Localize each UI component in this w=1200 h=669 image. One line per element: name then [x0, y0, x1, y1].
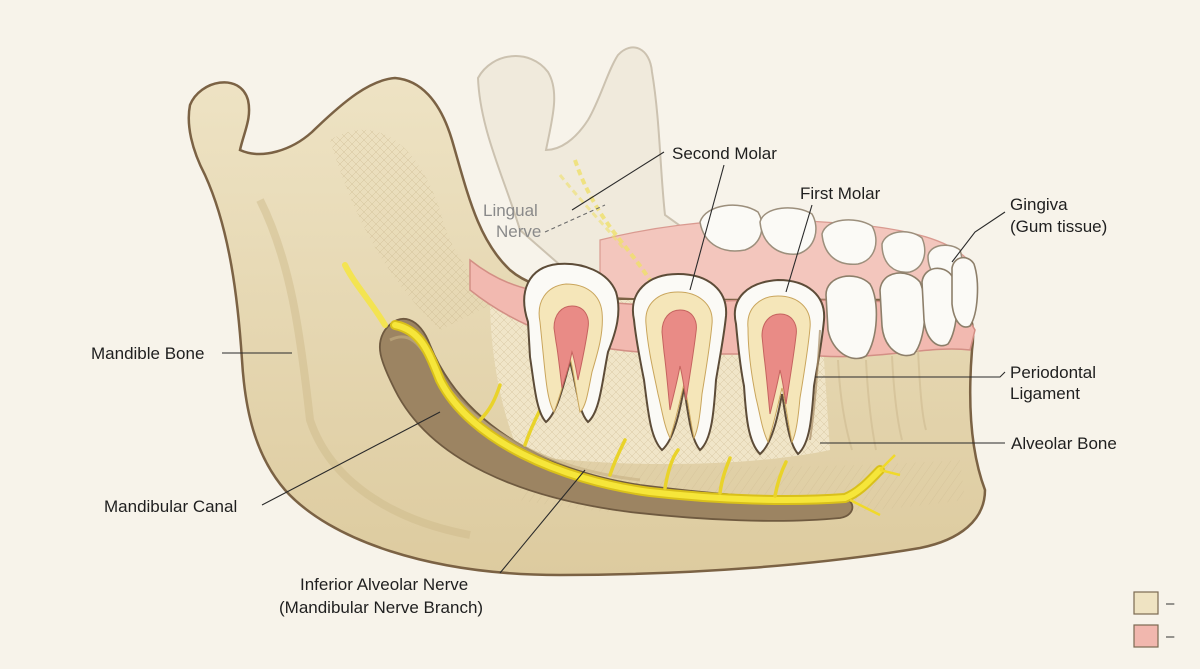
- label-alveolar-bone: Alveolar Bone: [1011, 434, 1117, 453]
- label-gingiva-line1: Gingiva: [1010, 195, 1068, 214]
- lingual-nerve: [558, 159, 652, 282]
- label-mandibular-canal: Mandibular Canal: [104, 497, 237, 516]
- legend-text-gum: –: [1166, 628, 1175, 645]
- legend-swatch-bone: [1133, 591, 1159, 615]
- third-molar-cross-section: [523, 262, 620, 424]
- legend: – –: [1133, 591, 1175, 648]
- anterior-teeth: [825, 256, 979, 360]
- leader-lines: [222, 151, 1006, 574]
- label-periodontal-line1: Periodontal: [1010, 363, 1096, 382]
- legend-swatch-gum: [1133, 624, 1159, 648]
- legend-text-bone: –: [1166, 595, 1175, 612]
- label-first-molar: First Molar: [800, 184, 881, 203]
- label-ian-line2: (Mandibular Nerve Branch): [279, 598, 483, 617]
- label-gingiva-line2: (Gum tissue): [1010, 217, 1107, 236]
- anterior-roots: [837, 349, 927, 451]
- label-mandible-bone: Mandible Bone: [91, 344, 204, 363]
- label-ian-line1: Inferior Alveolar Nerve: [300, 575, 468, 594]
- periodontal-ligament: [809, 329, 821, 441]
- label-periodontal-line2: Ligament: [1010, 384, 1080, 403]
- label-second-molar: Second Molar: [672, 144, 777, 163]
- first-molar-cross-section: [733, 278, 826, 456]
- label-lingual-nerve-line1: Lingual: [483, 201, 538, 220]
- second-molar-cross-section: [631, 272, 728, 452]
- inferior-alveolar-nerve: [342, 262, 901, 517]
- label-lingual-nerve-line2: Nerve: [496, 222, 541, 241]
